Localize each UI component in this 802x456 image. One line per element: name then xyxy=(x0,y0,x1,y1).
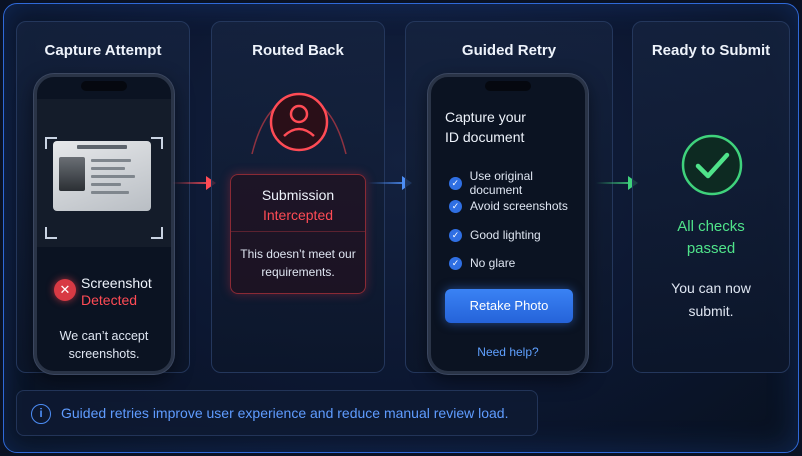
message-line: This doesn’t meet our xyxy=(240,247,356,261)
check-icon: ✓ xyxy=(449,228,462,242)
flow-diagram: Capture Attempt ✕ Screenshot xyxy=(3,3,799,453)
viewfinder-corner xyxy=(45,227,57,239)
need-help-link[interactable]: Need help? xyxy=(477,345,539,359)
x-circle-icon: ✕ xyxy=(54,279,76,301)
card-status: Intercepted xyxy=(262,207,334,223)
panel-title: Routed Back xyxy=(252,42,344,59)
checklist-item: ✓No glare xyxy=(449,256,515,270)
intercepted-card: Submission Intercepted This doesn’t meet… xyxy=(230,174,366,294)
viewfinder-corner xyxy=(151,227,163,239)
check-icon: ✓ xyxy=(449,176,462,190)
panel-routed-back: Routed Back Submission Intercepted This … xyxy=(211,21,385,373)
retry-heading: Capture your xyxy=(445,109,526,125)
check-icon: ✓ xyxy=(449,199,462,213)
panel-capture-attempt: Capture Attempt ✕ Screenshot xyxy=(16,21,190,374)
arrow-blue xyxy=(368,176,412,190)
message-line: screenshots. xyxy=(68,347,140,361)
retry-heading: ID document xyxy=(445,129,525,145)
panel-title: Capture Attempt xyxy=(44,42,162,59)
arrow-red xyxy=(172,176,216,190)
phone-notch xyxy=(81,81,127,91)
info-bar: i Guided retries improve user experience… xyxy=(16,390,538,436)
arrow-green xyxy=(596,176,638,190)
id-portrait xyxy=(59,157,85,191)
card-title: Submission xyxy=(261,187,335,203)
message-line: requirements. xyxy=(261,265,335,279)
check-circle-icon xyxy=(681,134,743,196)
panel-ready-to-submit: Ready to Submit All checks passed You ca… xyxy=(632,21,790,373)
viewfinder-corner xyxy=(45,137,57,149)
message-line: We can’t accept xyxy=(59,329,149,343)
phone-retry: Capture your ID document ✓Use original d… xyxy=(428,74,588,374)
phone-capture: ✕ Screenshot Detected We can’t accept sc… xyxy=(34,74,174,374)
panel-title: Ready to Submit xyxy=(651,42,771,59)
panel-title: Guided Retry xyxy=(461,42,557,59)
status-label: Screenshot xyxy=(81,275,152,291)
check-icon: ✓ xyxy=(449,256,462,270)
message-line: You can now xyxy=(671,280,751,296)
user-icon xyxy=(251,92,347,155)
checklist-item: ✓Good lighting xyxy=(449,228,541,242)
info-text: Guided retries improve user experience a… xyxy=(61,405,509,421)
viewfinder-corner xyxy=(151,137,163,149)
id-card-image xyxy=(53,141,151,211)
card-divider xyxy=(231,231,365,232)
info-icon: i xyxy=(31,404,51,424)
phone-notch xyxy=(485,81,531,91)
retake-photo-button[interactable]: Retake Photo xyxy=(445,289,573,323)
status-detected: Detected xyxy=(81,292,138,308)
checks-status: All checks xyxy=(677,218,745,235)
checks-status: passed xyxy=(686,240,736,257)
checklist-item: ✓Avoid screenshots xyxy=(449,199,568,213)
panel-guided-retry: Guided Retry Capture your ID document ✓U… xyxy=(405,21,613,374)
message-line: submit. xyxy=(688,303,734,319)
checklist-item: ✓Use original document xyxy=(449,169,585,197)
camera-viewfinder xyxy=(37,99,171,247)
